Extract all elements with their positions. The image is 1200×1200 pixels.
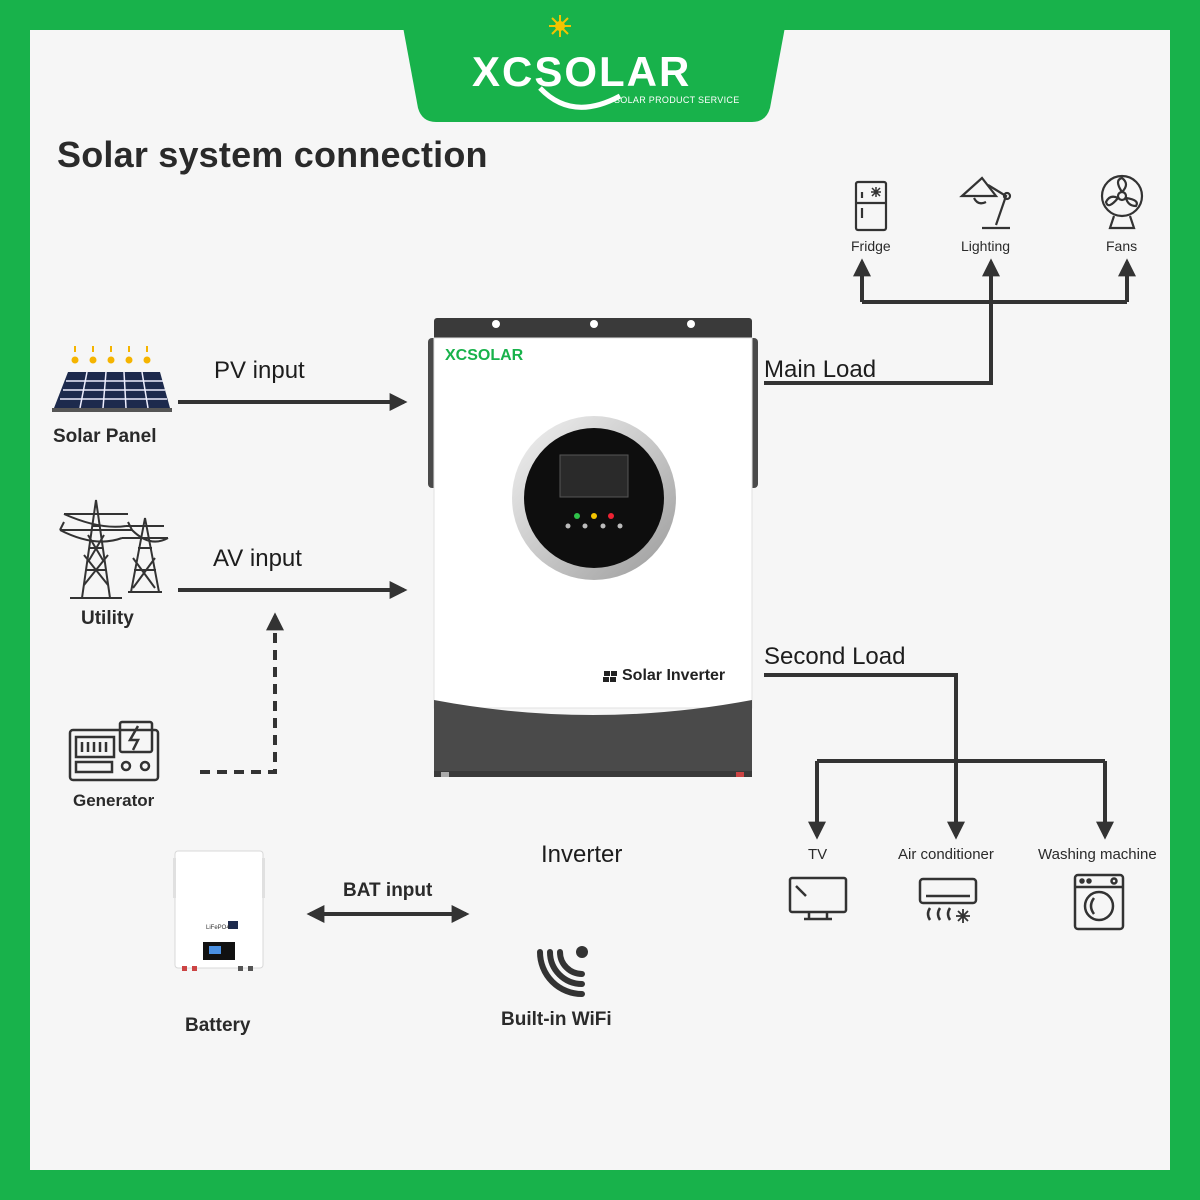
generator-label: Generator	[73, 791, 154, 811]
second-load-lines	[764, 675, 1105, 836]
tv-label: TV	[808, 846, 827, 863]
main-load-label: Main Load	[764, 356, 876, 384]
fridge-icon	[856, 182, 886, 230]
generator-icon	[70, 722, 158, 780]
bat-input-label: BAT input	[343, 880, 432, 902]
inverter-display	[512, 416, 676, 580]
washing-machine-icon	[1075, 875, 1123, 929]
inverter-caption: Inverter	[541, 841, 622, 869]
solar-panel-icon	[52, 346, 172, 412]
second-load-label: Second Load	[764, 643, 905, 671]
brand-sun-icon	[549, 15, 571, 37]
inverter-logo: XCSOLAR	[445, 347, 523, 365]
battery-label: Battery	[185, 1015, 250, 1037]
wifi-icon	[540, 946, 588, 994]
utility-towers-icon	[60, 500, 168, 598]
air-conditioner-icon	[920, 879, 976, 923]
battery-chem-label: LiFePO4	[206, 925, 230, 931]
fans-label: Fans	[1106, 238, 1137, 254]
fridge-label: Fridge	[851, 238, 891, 254]
washing-machine-label: Washing machine	[1038, 846, 1157, 863]
brand-tagline: SOLAR PRODUCT SERVICE	[614, 95, 740, 105]
wifi-label: Built-in WiFi	[501, 1009, 612, 1031]
lighting-label: Lighting	[961, 238, 1010, 254]
generator-dashed-arrow	[200, 616, 275, 772]
lighting-icon	[962, 178, 1010, 228]
tv-icon	[790, 878, 846, 919]
av-input-label: AV input	[213, 545, 302, 573]
solar-panel-label: Solar Panel	[53, 426, 157, 448]
inverter-unit	[428, 318, 758, 777]
air-conditioner-label: Air conditioner	[898, 846, 994, 863]
battery-unit	[173, 851, 265, 971]
utility-label: Utility	[81, 608, 134, 630]
pv-input-label: PV input	[214, 357, 305, 385]
brand-name: XCSOLAR	[472, 48, 691, 96]
fan-icon	[1102, 176, 1142, 228]
page-title: Solar system connection	[57, 134, 488, 176]
inverter-product-label: Solar Inverter	[622, 667, 725, 685]
